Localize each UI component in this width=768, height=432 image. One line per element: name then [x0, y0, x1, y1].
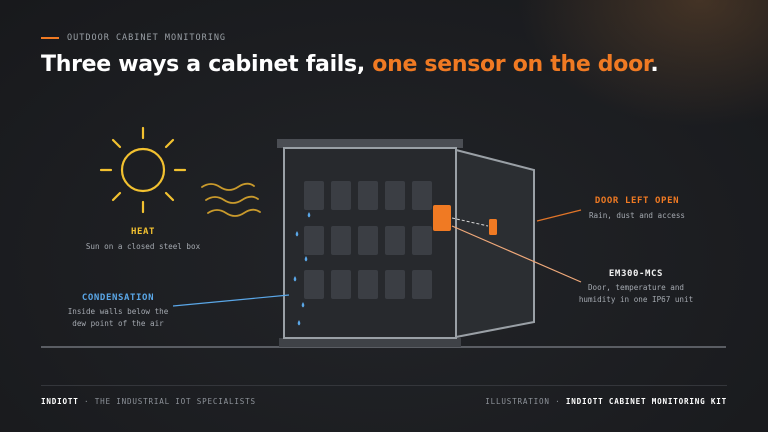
- condensation-label: CONDENSATION Inside walls below the dew …: [50, 293, 186, 330]
- sensor-desc-line2: humidity in one IP67 unit: [578, 295, 694, 304]
- sun-icon: [99, 126, 187, 214]
- door-desc: Rain, dust and access: [588, 211, 685, 220]
- page-title: Three ways a cabinet fails, one sensor o…: [41, 52, 659, 77]
- title-part: Three ways a cabinet fails,: [41, 52, 373, 77]
- title-end: .: [650, 52, 659, 77]
- footer-kit: INDIOTT CABINET MONITORING KIT: [565, 397, 727, 406]
- door-leader-line: [536, 209, 582, 222]
- eyebrow-text: OUTDOOR CABINET MONITORING: [67, 33, 227, 43]
- condensation-desc-line2: dew point of the air: [72, 319, 164, 328]
- water-drop-icon: [293, 212, 311, 326]
- footer-sep: ·: [78, 397, 95, 406]
- heat-label: HEAT Sun on a closed steel box: [72, 227, 214, 253]
- sensor-title: EM300-MCS: [608, 269, 664, 279]
- door-label: DOOR LEFT OPEN Rain, dust and access: [572, 196, 702, 222]
- title-accent: one sensor on the door: [372, 52, 651, 77]
- footer-right: ILLUSTRATION · INDIOTT CABINET MONITORIN…: [485, 397, 727, 406]
- heat-title: HEAT: [130, 227, 156, 237]
- condensation-desc-line1: Inside walls below the: [67, 307, 169, 316]
- sensor-label: EM300-MCS Door, temperature and humidity…: [566, 269, 706, 306]
- heat-waves-icon: [201, 182, 261, 217]
- sensor-desc: Door, temperature and humidity in one IP…: [566, 282, 706, 306]
- cabinet-door: [455, 148, 535, 339]
- sensor-icon: [433, 205, 451, 231]
- condensation-desc: Inside walls below the dew point of the …: [50, 306, 186, 330]
- footer-brand: INDIOTT: [41, 397, 79, 406]
- condensation-leader-line: [172, 294, 290, 307]
- footer-rule: [41, 385, 727, 386]
- footer-left: INDIOTT · THE INDUSTRIAL IOT SPECIALISTS: [41, 397, 256, 406]
- sensor-link: [451, 217, 489, 227]
- heat-desc: Sun on a closed steel box: [85, 242, 201, 251]
- condensation-title: CONDENSATION: [81, 293, 155, 303]
- door-title: DOOR LEFT OPEN: [594, 196, 680, 206]
- cabinet-roof: [277, 139, 463, 148]
- module-grid: [304, 181, 432, 299]
- eyebrow-rule: [41, 37, 59, 39]
- eyebrow: OUTDOOR CABINET MONITORING: [41, 33, 226, 43]
- magnet-icon: [489, 219, 497, 235]
- footer-tagline: THE INDUSTRIAL IOT SPECIALISTS: [94, 397, 256, 406]
- cabinet-base: [279, 338, 461, 347]
- footer-right-sep: ·: [549, 397, 566, 406]
- sensor-desc-line1: Door, temperature and: [587, 283, 684, 292]
- footer-right-label: ILLUSTRATION: [485, 397, 550, 406]
- sensor-leader-line: [451, 225, 582, 283]
